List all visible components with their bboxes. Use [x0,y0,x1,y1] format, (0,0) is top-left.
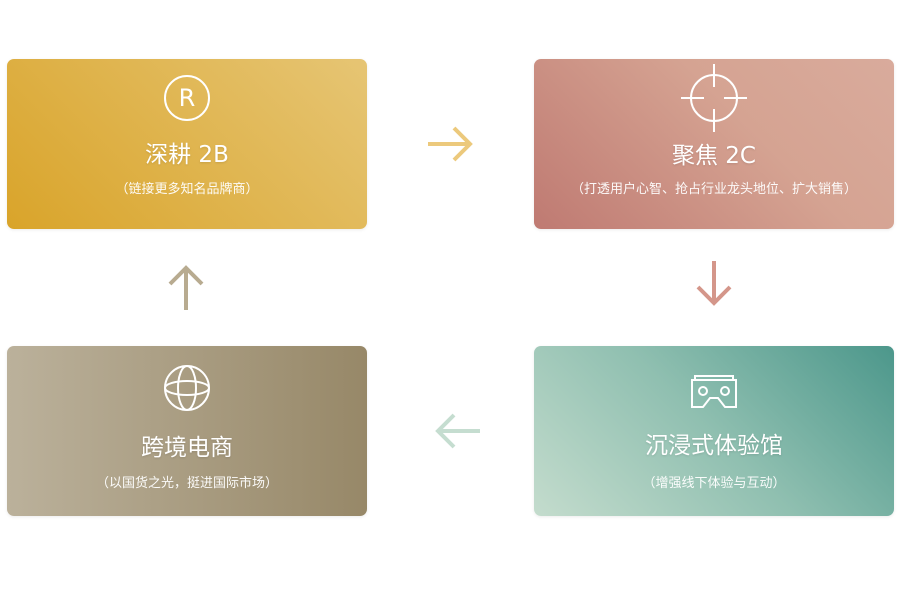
arrow-left-icon [435,413,480,449]
card-title: 跨境电商 [141,435,233,461]
crosshair-icon [681,64,747,132]
arrow-right-icon [428,126,473,162]
card-2b: R 深耕 2B （链接更多知名品牌商） [7,59,367,229]
card-experience-hall: 沉浸式体验馆 （增强线下体验与互动） [534,346,894,516]
card-title: 沉浸式体验馆 [645,433,783,459]
svg-text:R: R [179,84,196,112]
registered-icon: R [164,75,210,121]
card-subtitle: （链接更多知名品牌商） [115,182,259,197]
card-title: 聚焦 2C [671,143,756,169]
arrow-up-icon [168,265,204,310]
globe-icon [164,365,210,411]
arrow-down-icon [696,261,732,306]
card-cross-border: 跨境电商 （以国货之光，挺进国际市场） [7,346,367,516]
card-subtitle: （打透用户心智、抢占行业龙头地位、扩大销售） [570,182,857,197]
card-title: 深耕 2B [145,142,229,168]
vr-headset-icon [691,375,737,408]
card-subtitle: （以国货之光，挺进国际市场） [95,476,278,491]
card-subtitle: （增强线下体验与互动） [642,476,786,491]
card-2c: 聚焦 2C （打透用户心智、抢占行业龙头地位、扩大销售） [534,59,894,229]
